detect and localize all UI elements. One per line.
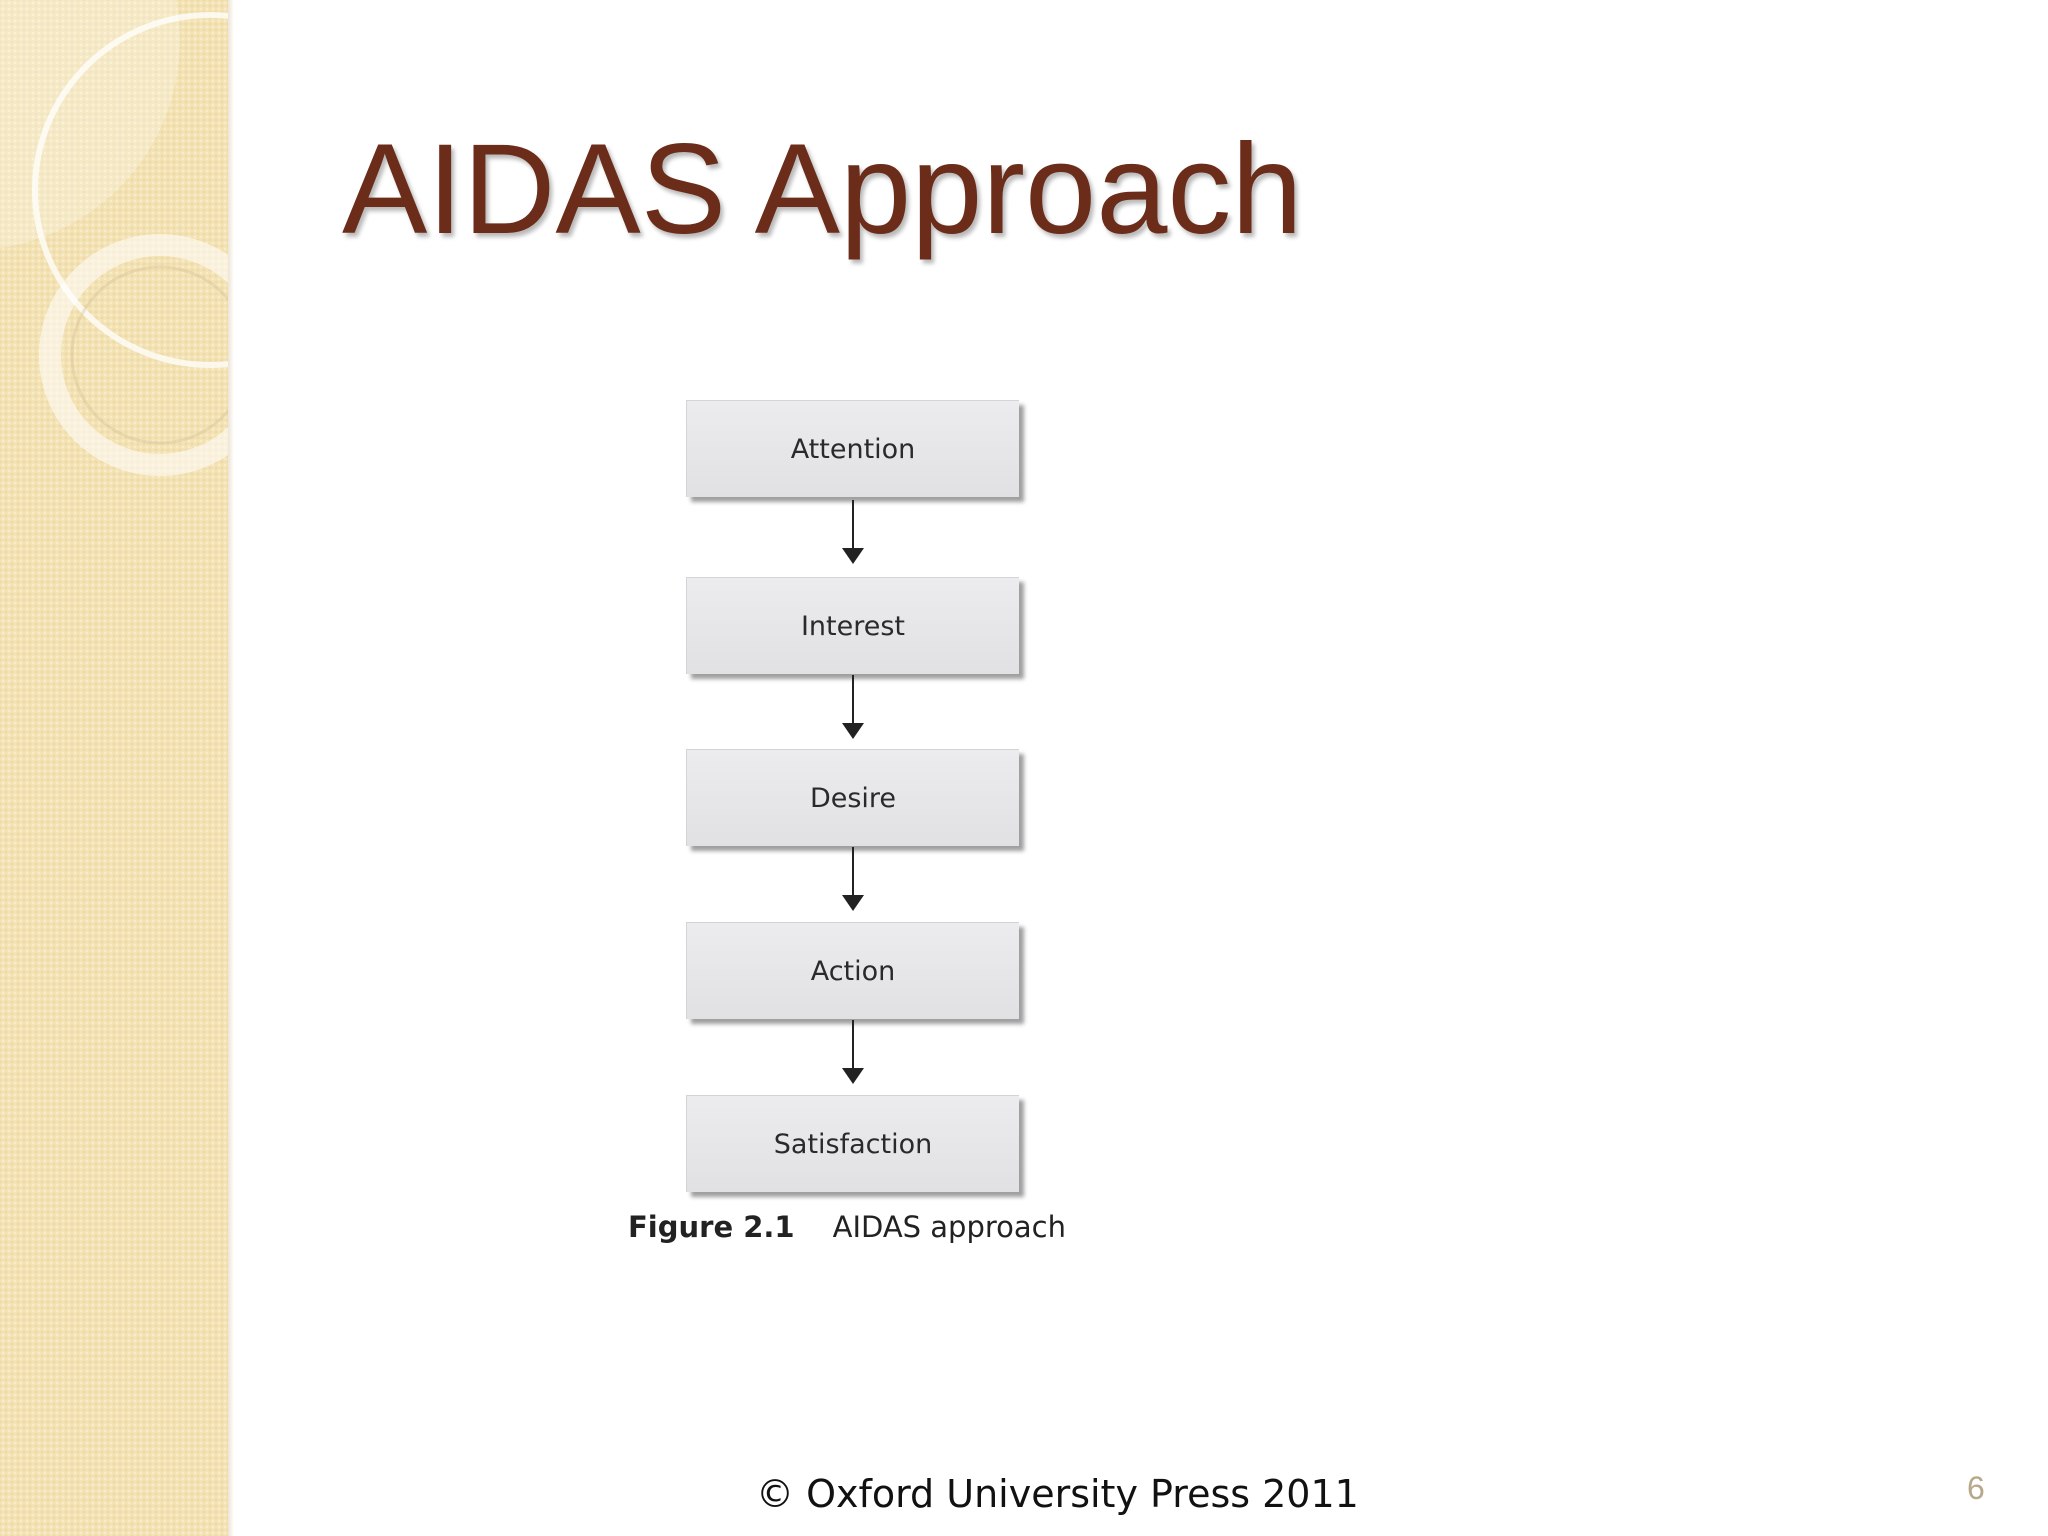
flow-arrow-2 xyxy=(842,675,864,739)
step-box-attention: Attention xyxy=(686,400,1019,497)
figure-number: Figure 2.1 xyxy=(628,1210,795,1244)
step-box-action: Action xyxy=(686,922,1019,1019)
step-box-desire: Desire xyxy=(686,749,1019,846)
page-number: 6 xyxy=(1967,1470,1985,1506)
decorative-circles xyxy=(0,0,228,476)
flow-arrow-3 xyxy=(842,847,864,911)
decorative-side-band xyxy=(0,0,228,1536)
aidas-flow-diagram: Attention Interest Desire Action Satisfa… xyxy=(600,380,1160,1280)
band-edge-shadow xyxy=(228,0,234,1536)
step-box-satisfaction: Satisfaction xyxy=(686,1095,1019,1192)
step-box-interest: Interest xyxy=(686,577,1019,674)
slide-title: AIDAS Approach xyxy=(342,118,1303,261)
copyright-footer: © Oxford University Press 2011 xyxy=(756,1472,1359,1516)
flow-arrow-1 xyxy=(842,500,864,564)
figure-caption: Figure 2.1 AIDAS approach xyxy=(628,1210,1066,1244)
figure-caption-text: AIDAS approach xyxy=(832,1210,1066,1244)
flow-arrow-4 xyxy=(842,1020,864,1084)
